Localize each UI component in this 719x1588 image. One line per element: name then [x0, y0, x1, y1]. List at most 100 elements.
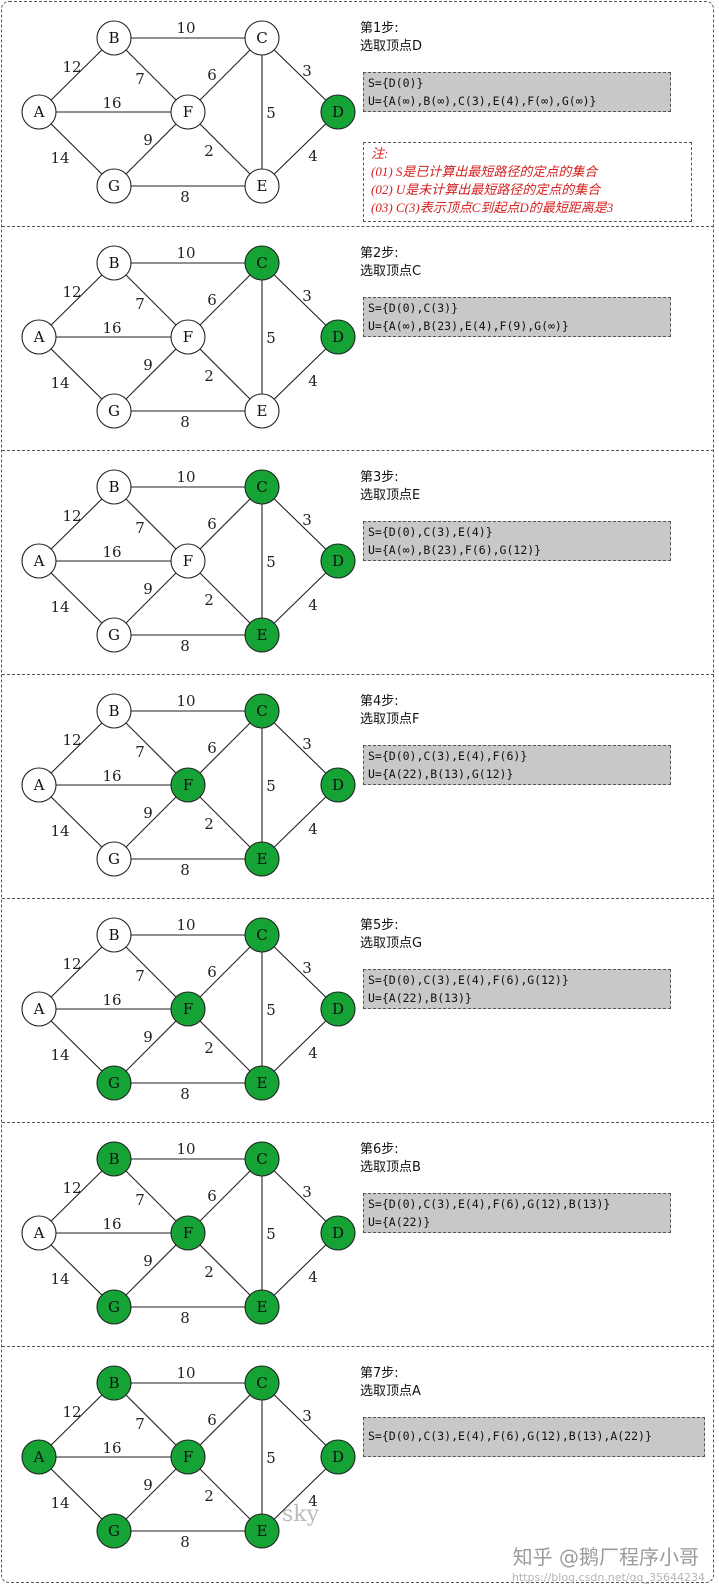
node-circle [170, 991, 206, 1027]
edge-weight-label: 7 [135, 743, 145, 761]
node-label: E [257, 177, 268, 195]
edge-weight-label: 16 [102, 319, 121, 337]
edge-E-D [261, 784, 339, 860]
node-circle [244, 1065, 280, 1101]
edge-weight-label: 5 [266, 1001, 276, 1019]
node-label: D [332, 1000, 344, 1018]
node-circle [96, 245, 132, 281]
edge-weight-label: 7 [135, 519, 145, 537]
edge-weight-label: 5 [266, 553, 276, 571]
edge-weight-label: 14 [50, 822, 69, 840]
edge-A-G [38, 111, 115, 187]
step-subtitle: 选取顶点E [360, 488, 421, 503]
node-B: B [96, 245, 132, 281]
node-label: E [257, 1522, 268, 1540]
node-circle [244, 693, 280, 729]
node-A: A [21, 1215, 57, 1251]
set-box: S={D(0)}U={A(∞),B(∞),C(3),E(4),F(∞),G(∞)… [363, 72, 671, 112]
node-label: E [257, 402, 268, 420]
edge-weight-label: 3 [302, 959, 312, 977]
node-A: A [21, 543, 57, 579]
node-E: E [244, 617, 280, 653]
node-circle [170, 319, 206, 355]
edge-E-D [261, 1008, 339, 1084]
edge-weight-label: 7 [135, 967, 145, 985]
node-label: A [33, 1448, 45, 1466]
u-set-line: U={A(∞),B(∞),C(3),E(4),F(∞),G(∞)} [368, 94, 597, 108]
node-label: A [33, 1000, 45, 1018]
edge-weight-label: 8 [180, 413, 190, 431]
edge-weight-label: 4 [308, 820, 318, 838]
node-circle [96, 469, 132, 505]
node-D: D [320, 94, 356, 130]
edge-A-B [38, 934, 115, 1010]
node-label: E [257, 1298, 268, 1316]
node-label: G [108, 1522, 120, 1540]
node-circle [244, 393, 280, 429]
edge-weight-label: 12 [62, 731, 81, 749]
node-D: D [320, 319, 356, 355]
node-circle [96, 20, 132, 56]
edge-weight-label: 8 [180, 1085, 190, 1103]
node-C: C [244, 469, 280, 505]
edge-weight-label: 14 [50, 374, 69, 392]
node-circle [96, 393, 132, 429]
edge-weight-label: 8 [180, 637, 190, 655]
edge-weight-label: 16 [102, 991, 121, 1009]
node-C: C [244, 917, 280, 953]
edge-weight-label: 2 [204, 591, 214, 609]
node-label: D [332, 552, 344, 570]
u-set-line: U={A(22)} [368, 1215, 431, 1229]
node-circle [21, 543, 57, 579]
node-D: D [320, 1439, 356, 1475]
edge-weight-label: 16 [102, 1215, 121, 1233]
edge-weight-label: 16 [102, 543, 121, 561]
set-box: S={D(0),C(3),E(4),F(6),G(12),B(13)} U={A(… [363, 1193, 671, 1233]
node-C: C [244, 20, 280, 56]
node-label: A [33, 328, 45, 346]
edge-weight-label: 12 [62, 1179, 81, 1197]
edge-weight-label: 16 [102, 767, 121, 785]
edge-A-G [38, 1456, 115, 1532]
u-set-line: U={A(22),B(13),G(12)} [368, 767, 514, 781]
step-title: 第6步: [360, 1142, 399, 1157]
node-label: D [332, 776, 344, 794]
step-subtitle: 选取顶点A [360, 1384, 421, 1399]
node-circle [21, 991, 57, 1027]
edge-weight-label: 9 [143, 804, 153, 822]
set-box: S={D(0),C(3),E(4),F(6)}U={A(22),B(13),G(… [363, 745, 671, 785]
node-label: A [33, 1224, 45, 1242]
edge-weight-label: 12 [62, 507, 81, 525]
edge-weight-label: 4 [308, 596, 318, 614]
edge-weight-label: 14 [50, 149, 69, 167]
node-circle [96, 1065, 132, 1101]
edge-weight-label: 7 [135, 70, 145, 88]
edge-weight-label: 10 [176, 19, 195, 37]
node-circle [170, 1439, 206, 1475]
edge-weight-label: 6 [207, 963, 217, 981]
node-circle [96, 1289, 132, 1325]
node-label: D [332, 103, 344, 121]
step-subtitle: 选取顶点B [360, 1160, 421, 1175]
step-subtitle: 选取顶点C [360, 264, 422, 279]
node-label: C [256, 1150, 267, 1168]
edge-weight-label: 10 [176, 692, 195, 710]
step-title: 第2步: [360, 246, 399, 261]
node-C: C [244, 1141, 280, 1177]
edge-A-G [38, 336, 115, 412]
edge-weight-label: 9 [143, 1028, 153, 1046]
node-F: F [170, 767, 206, 803]
node-label: F [183, 1448, 193, 1466]
node-label: C [256, 29, 267, 47]
node-E: E [244, 1513, 280, 1549]
s-set-line: S={D(0),C(3),E(4),F(6),G(12),B(13)} [368, 1197, 611, 1211]
node-circle [320, 1215, 356, 1251]
node-circle [96, 168, 132, 204]
edge-weight-label: 5 [266, 104, 276, 122]
node-label: F [183, 1224, 193, 1242]
node-E: E [244, 168, 280, 204]
